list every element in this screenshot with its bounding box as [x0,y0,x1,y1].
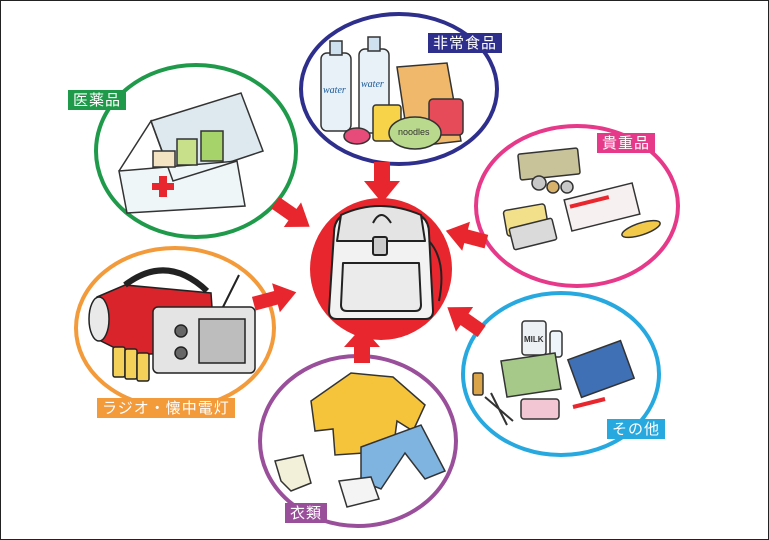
first-aid-kit-icon [118,92,264,214]
bottle-label-1: water [323,85,346,96]
arrow-from-other [447,306,486,338]
clothing-illustration [274,372,447,508]
arrow-from-radio [251,283,297,313]
gloves-icon [338,476,380,508]
scissors-icon [484,392,514,426]
socks-icon [274,454,312,492]
milk-label: MILK [524,335,544,344]
label-clothing: 衣類 [285,503,328,523]
milk-can-icon [521,320,547,356]
seal-icon [621,219,661,239]
noodle-label: noodles [398,127,430,137]
label-valuables: 貴重品 [597,133,656,153]
arrow-from-medicine [271,196,310,228]
bottle-label-2: water [361,79,384,90]
batteries-icon [112,346,150,382]
backpack-icon [328,205,443,320]
pen-icon [572,397,606,409]
radio-illustration [88,267,256,382]
towel-icon [500,352,562,398]
label-radio: ラジオ・懐中電灯 [97,398,235,418]
noodle-cup-icon [388,116,442,150]
notebook-icon [566,339,636,399]
sweater-icon [310,372,426,456]
arrow-from-clothing [344,327,380,363]
other-circle [461,291,661,457]
banknotes-icon [517,147,581,181]
valuables-circle [474,124,680,288]
label-other: その他 [607,419,666,439]
food-illustration: water water noodles [320,36,464,150]
arrow-from-food [364,162,400,203]
arrow-from-valuables [445,221,489,251]
label-medicine: 医薬品 [68,90,127,110]
red-cross-icon [152,176,174,197]
other-illustration: MILK [472,320,636,426]
label-food: 非常食品 [428,33,503,53]
bankbook-icon [563,182,641,232]
food-circle [299,12,499,166]
medicine-circle [94,63,298,239]
arrows [251,162,489,363]
valuables-illustration [502,147,661,251]
